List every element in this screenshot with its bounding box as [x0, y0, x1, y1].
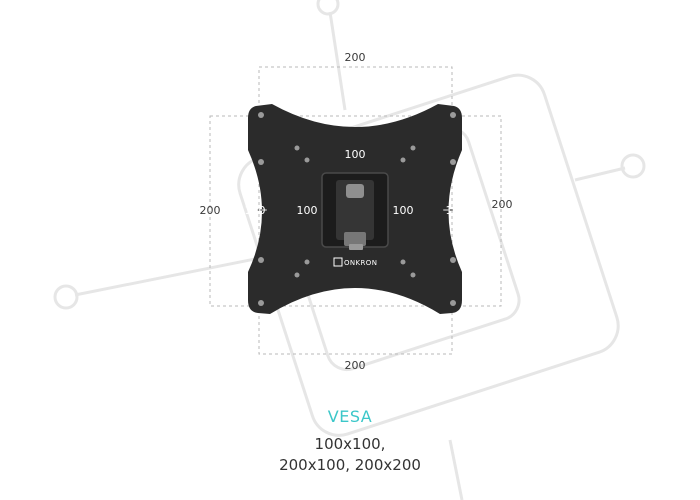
dim-label-left-inner: 100 — [245, 204, 266, 217]
bracket-base-shadow — [349, 244, 363, 250]
guide-200-horizontal — [209, 115, 502, 307]
dim-label-center-left: 100 — [297, 204, 318, 217]
hole — [450, 300, 456, 306]
brand-logo: ONKRON — [333, 257, 377, 267]
mount-plate: ONKRON — [248, 104, 462, 314]
dim-label-left-outer: 200 — [200, 204, 221, 217]
watermark-circle-left — [53, 284, 79, 310]
bracket-arm — [336, 180, 374, 240]
bracket-base — [344, 232, 366, 246]
hole — [304, 157, 310, 163]
hole — [258, 159, 264, 165]
vesa-sizes-line-1: 100x100, — [314, 435, 386, 453]
hole — [258, 300, 264, 306]
hole — [450, 112, 456, 118]
vesa-title: VESA — [327, 407, 373, 426]
dim-label-center-right: 100 — [393, 204, 414, 217]
hole — [294, 272, 300, 278]
hole — [410, 272, 416, 278]
hole — [258, 112, 264, 118]
brand-name: ONKRON — [344, 259, 377, 267]
hole — [400, 259, 406, 265]
hole — [294, 145, 300, 151]
brand-logo-icon — [333, 257, 343, 267]
vesa-sizes-line-2: 200x100, 200x200 — [279, 456, 421, 474]
watermark-circle-top — [316, 0, 340, 16]
hole — [258, 257, 264, 263]
watermark-line-right — [574, 166, 626, 182]
watermark-line-bottom — [448, 439, 464, 500]
dim-label-right-inner: 100 — [446, 204, 467, 217]
dim-label-right-outer: 200 — [492, 198, 513, 211]
hole — [304, 259, 310, 265]
watermark-line-top — [328, 11, 347, 111]
hole — [400, 157, 406, 163]
hole — [410, 145, 416, 151]
dim-label-top: 200 — [345, 51, 366, 64]
bracket-pivot — [346, 184, 364, 198]
plate-holes — [258, 112, 456, 306]
center-bracket — [321, 172, 389, 250]
dim-label-bottom: 200 — [345, 359, 366, 372]
hole — [450, 159, 456, 165]
dim-label-center-top: 100 — [345, 148, 366, 161]
watermark-circle-right — [620, 153, 646, 179]
hole — [450, 257, 456, 263]
